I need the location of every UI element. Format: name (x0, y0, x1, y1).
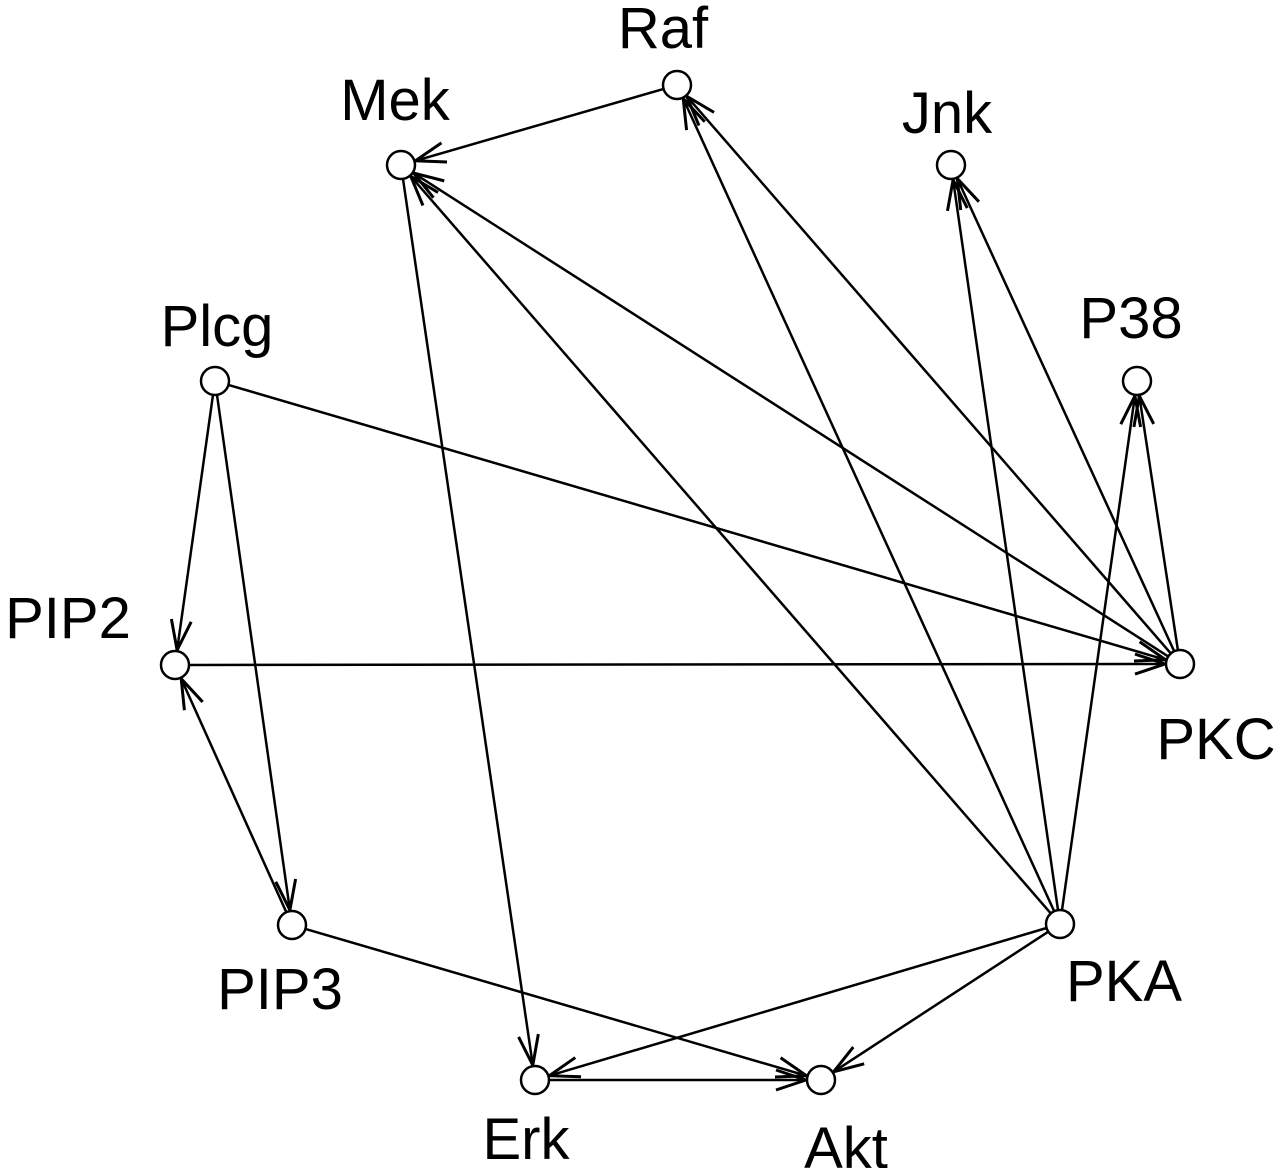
edge-raf-to-mek (415, 87, 664, 161)
edge-pka-to-jnk (953, 180, 1060, 911)
edge-pkc-to-p38 (1139, 396, 1180, 651)
edge-pip3-to-akt (305, 927, 806, 1076)
node-label-pka: PKA (1066, 949, 1182, 1014)
node-label-akt: Akt (804, 1116, 888, 1168)
edge-plcg-to-pip2 (177, 394, 215, 650)
edge-pka-to-p38 (1060, 396, 1135, 911)
node-pka (1044, 908, 1076, 940)
node-plcg (199, 365, 231, 397)
edge-pkc-to-jnk (957, 179, 1176, 652)
node-pkc (1164, 648, 1196, 680)
node-layer (159, 69, 1196, 1096)
edge-pkc-to-mek (414, 173, 1169, 658)
node-label-pkc: PKC (1156, 707, 1275, 772)
node-p38 (1121, 365, 1153, 397)
edge-pip3-to-pip2 (181, 679, 288, 913)
node-akt (805, 1064, 837, 1096)
edge-pka-to-erk (549, 926, 1047, 1076)
edge-pka-to-raf (683, 99, 1056, 912)
edge-plcg-to-pip3 (215, 394, 290, 910)
node-label-raf: Raf (618, 0, 709, 61)
edge-pka-to-akt (834, 930, 1049, 1072)
edge-layer (177, 87, 1180, 1080)
edge-pip2-to-pkc (188, 664, 1165, 665)
node-erk (519, 1064, 551, 1096)
node-label-mek: Mek (340, 68, 451, 133)
node-pip3 (276, 909, 308, 941)
node-label-plcg: Plcg (161, 294, 274, 359)
node-label-jnk: Jnk (902, 81, 993, 146)
edge-pkc-to-raf (687, 96, 1172, 655)
node-pip2 (159, 649, 191, 681)
node-label-p38: P38 (1079, 286, 1182, 351)
node-label-pip2: PIP2 (5, 586, 131, 651)
edge-mek-to-erk (401, 178, 533, 1065)
node-raf (661, 69, 693, 101)
edge-plcg-to-pkc (228, 383, 1165, 660)
node-jnk (935, 149, 967, 181)
node-label-pip3: PIP3 (217, 957, 343, 1022)
node-label-erk: Erk (483, 1107, 571, 1168)
node-mek (385, 149, 417, 181)
edge-pka-to-mek (411, 176, 1052, 915)
